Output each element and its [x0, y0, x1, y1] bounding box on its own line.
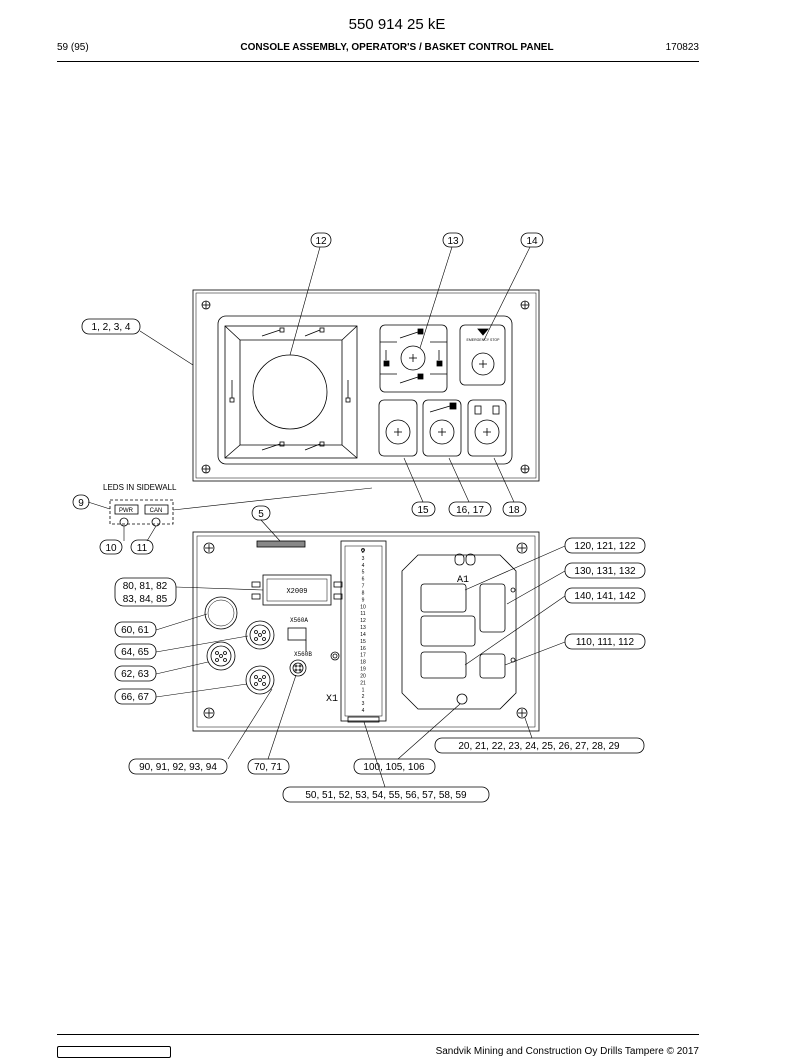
callout-90-94: 90, 91, 92, 93, 94 — [139, 762, 217, 773]
terminal-number: 16 — [360, 646, 366, 652]
panel-screw-icon — [203, 542, 528, 719]
terminal-number: 9 — [362, 597, 365, 603]
callout-110: 110, 111, 112 — [576, 637, 635, 648]
terminal-number: 8 — [362, 591, 365, 597]
callout-14: 14 — [526, 236, 538, 247]
callout-18: 18 — [508, 505, 520, 516]
joystick-module — [224, 325, 358, 459]
four-way-switch — [379, 324, 448, 393]
document-number: 550 914 25 kE — [348, 16, 446, 33]
callout-62: 62, 63 — [121, 669, 149, 680]
terminal-number: 4 — [362, 708, 365, 714]
callout-130: 130, 131, 132 — [574, 566, 636, 577]
callout-bubbles — [72, 232, 646, 803]
led-pwr-label: PWR — [119, 508, 134, 514]
led-indicator-box — [109, 499, 174, 527]
page-title: CONSOLE ASSEMBLY, OPERATOR'S / BASKET CO… — [240, 42, 554, 53]
led-can-label: CAN — [150, 508, 163, 514]
callout-11: 11 — [137, 543, 148, 554]
terminal-number: 18 — [360, 660, 366, 666]
terminal-number: 6 — [362, 577, 365, 583]
terminal-number: 1 — [362, 687, 365, 693]
callout-20-29: 20, 21, 22, 23, 24, 25, 26, 27, 28, 29 — [458, 741, 620, 752]
panel-screw-icon — [201, 300, 530, 474]
callout-80-82: 80, 81, 82 — [123, 581, 168, 592]
connector-62 — [206, 641, 236, 671]
callout-70: 70, 71 — [254, 762, 282, 773]
leds-title: LEDS IN SIDEWALL — [103, 483, 177, 492]
control-panel-front — [192, 289, 540, 482]
connector-64 — [245, 620, 275, 650]
callout-16-17: 16, 17 — [456, 505, 484, 516]
callout-83-85: 83, 84, 85 — [123, 594, 168, 605]
callout-5: 5 — [258, 509, 264, 520]
push-button-18 — [467, 399, 507, 457]
leader-lines — [87, 246, 566, 788]
connector-x2009-label: X2009 — [286, 588, 307, 596]
callout-66: 66, 67 — [121, 692, 149, 703]
page-number: 59 (95) — [57, 42, 89, 53]
terminal-number: 7 — [362, 584, 365, 590]
footer-copyright: Sandvik Mining and Construction Oy Drill… — [435, 1046, 699, 1057]
callout-12: 12 — [315, 236, 327, 247]
terminal-number: 19 — [360, 667, 366, 673]
callout-100: 100, 105, 106 — [363, 762, 425, 773]
terminal-number: 10 — [360, 604, 366, 610]
callout-60: 60, 61 — [121, 625, 149, 636]
controller-a1 — [401, 553, 517, 710]
terminal-number: 11 — [360, 611, 365, 617]
terminal-number: 15 — [360, 639, 366, 645]
connector-x560b-label: X560B — [294, 651, 312, 658]
connector-x560 — [287, 627, 340, 677]
callout-140: 140, 141, 142 — [574, 591, 636, 602]
terminal-strip-x1-label: X1 — [326, 694, 338, 705]
terminal-number: 5 — [362, 570, 365, 576]
terminal-number: 21 — [360, 680, 366, 686]
callout-15: 15 — [417, 505, 429, 516]
terminal-number: 12 — [360, 618, 366, 624]
terminal-number: 3 — [362, 701, 365, 707]
controller-a1-label: A1 — [457, 575, 469, 586]
terminal-number: 20 — [360, 673, 366, 679]
callout-10: 10 — [105, 543, 117, 554]
sandvik-logo — [57, 1046, 171, 1058]
push-button-15 — [378, 399, 418, 457]
push-button-16 — [422, 399, 462, 457]
callout-50-59: 50, 51, 52, 53, 54, 55, 56, 57, 58, 59 — [305, 790, 467, 801]
connector-60 — [204, 596, 238, 630]
callout-9: 9 — [78, 498, 84, 509]
connector-x560a-label: X560A — [290, 617, 308, 624]
callout-1-4: 1, 2, 3, 4 — [92, 322, 131, 333]
terminal-number: 2 — [362, 694, 365, 700]
callout-64: 64, 65 — [121, 647, 149, 658]
terminal-number: 2 — [362, 549, 365, 555]
terminal-number: 13 — [360, 625, 366, 631]
header-rule — [57, 61, 699, 62]
control-panel-rear — [192, 531, 540, 732]
terminal-number: 3 — [362, 556, 365, 562]
callout-13: 13 — [447, 236, 459, 247]
terminal-number: 17 — [360, 653, 366, 659]
emergency-stop-button — [459, 324, 506, 386]
terminal-number: 4 — [362, 563, 365, 569]
footer-rule — [57, 1034, 699, 1035]
connector-66 — [245, 665, 275, 695]
terminal-strip-x1 — [340, 540, 387, 723]
document-date: 170823 — [665, 42, 699, 53]
callout-120: 120, 121, 122 — [574, 541, 636, 552]
emergency-stop-label: EMERGENCY STOP — [467, 338, 501, 342]
terminal-number: 14 — [360, 632, 366, 638]
